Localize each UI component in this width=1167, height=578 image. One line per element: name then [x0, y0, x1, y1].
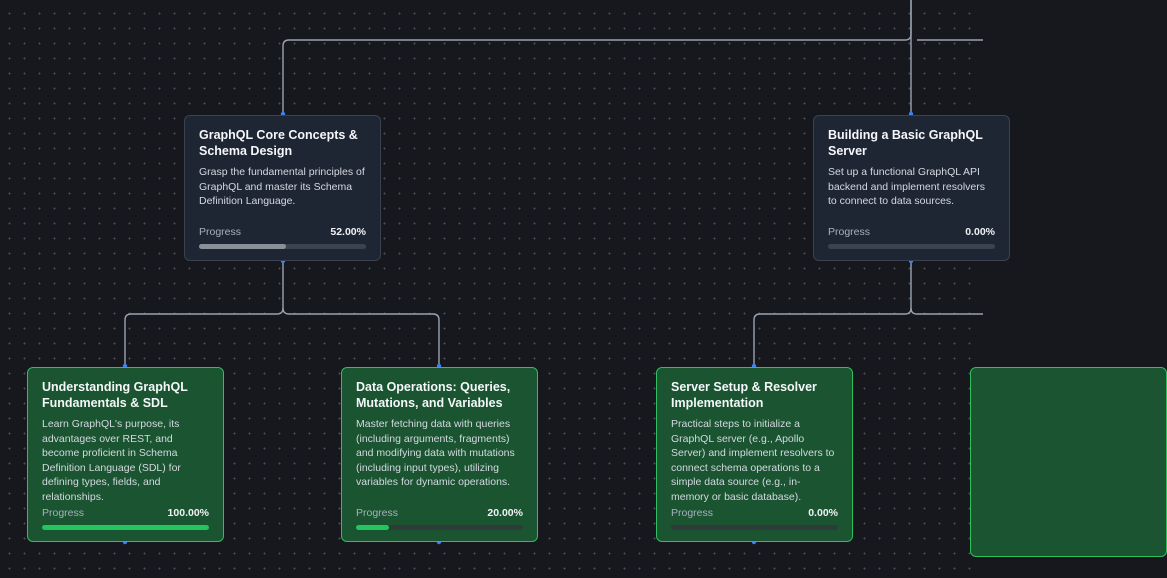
progress-label: Progress: [199, 226, 242, 238]
progress-bar: [356, 525, 523, 530]
progress-label: Progress: [356, 507, 399, 519]
node-description: Grasp the fundamental principles of Grap…: [199, 166, 365, 207]
node-offscreen-topic[interactable]: [970, 367, 1167, 557]
node-graphql-fundamentals[interactable]: Understanding GraphQL Fundamentals & SDL…: [27, 367, 224, 542]
node-title: Understanding GraphQL Fundamentals & SDL: [42, 380, 188, 410]
progress-value: 0.00%: [808, 507, 838, 519]
node-title: Server Setup & Resolver Implementation: [671, 380, 817, 410]
progress-row: Progress 0.00%: [671, 507, 838, 519]
progress-fill: [199, 244, 286, 249]
progress-fill: [356, 525, 390, 530]
progress-row: Progress 100.00%: [42, 507, 209, 519]
progress-value: 100.00%: [167, 507, 209, 519]
edge-core-fundamentals: [124, 261, 284, 367]
progress-fill: [42, 525, 209, 530]
progress-label: Progress: [671, 507, 714, 519]
node-description: Learn GraphQL's purpose, its advantages …: [42, 418, 181, 503]
progress-label: Progress: [42, 507, 85, 519]
node-description: Master fetching data with queries (inclu…: [356, 418, 515, 488]
edge-server-resolvers: [753, 261, 912, 367]
node-building-server[interactable]: Building a Basic GraphQL Server Set up a…: [813, 115, 1010, 261]
progress-row: Progress 20.00%: [356, 507, 523, 519]
node-title: Data Operations: Queries, Mutations, and…: [356, 380, 511, 410]
progress-value: 20.00%: [487, 507, 523, 519]
progress-bar: [199, 244, 366, 249]
progress-row: Progress 52.00%: [199, 226, 366, 238]
node-description: Practical steps to initialize a GraphQL …: [671, 418, 835, 503]
node-data-operations[interactable]: Data Operations: Queries, Mutations, and…: [341, 367, 538, 542]
node-description: Set up a functional GraphQL API backend …: [828, 166, 985, 207]
node-server-resolvers[interactable]: Server Setup & Resolver Implementation P…: [656, 367, 853, 542]
progress-bar: [671, 525, 838, 530]
edge-root-core: [282, 0, 912, 115]
progress-label: Progress: [828, 226, 871, 238]
node-title: Building a Basic GraphQL Server: [828, 128, 983, 158]
node-core-concepts[interactable]: GraphQL Core Concepts & Schema Design Gr…: [184, 115, 381, 261]
progress-value: 0.00%: [965, 226, 995, 238]
progress-bar: [828, 244, 995, 249]
edge-core-operations: [282, 307, 440, 367]
node-title: GraphQL Core Concepts & Schema Design: [199, 128, 358, 158]
edge-server-offscreen: [910, 307, 983, 315]
progress-bar: [42, 525, 209, 530]
progress-row: Progress 0.00%: [828, 226, 995, 238]
progress-value: 52.00%: [330, 226, 366, 238]
